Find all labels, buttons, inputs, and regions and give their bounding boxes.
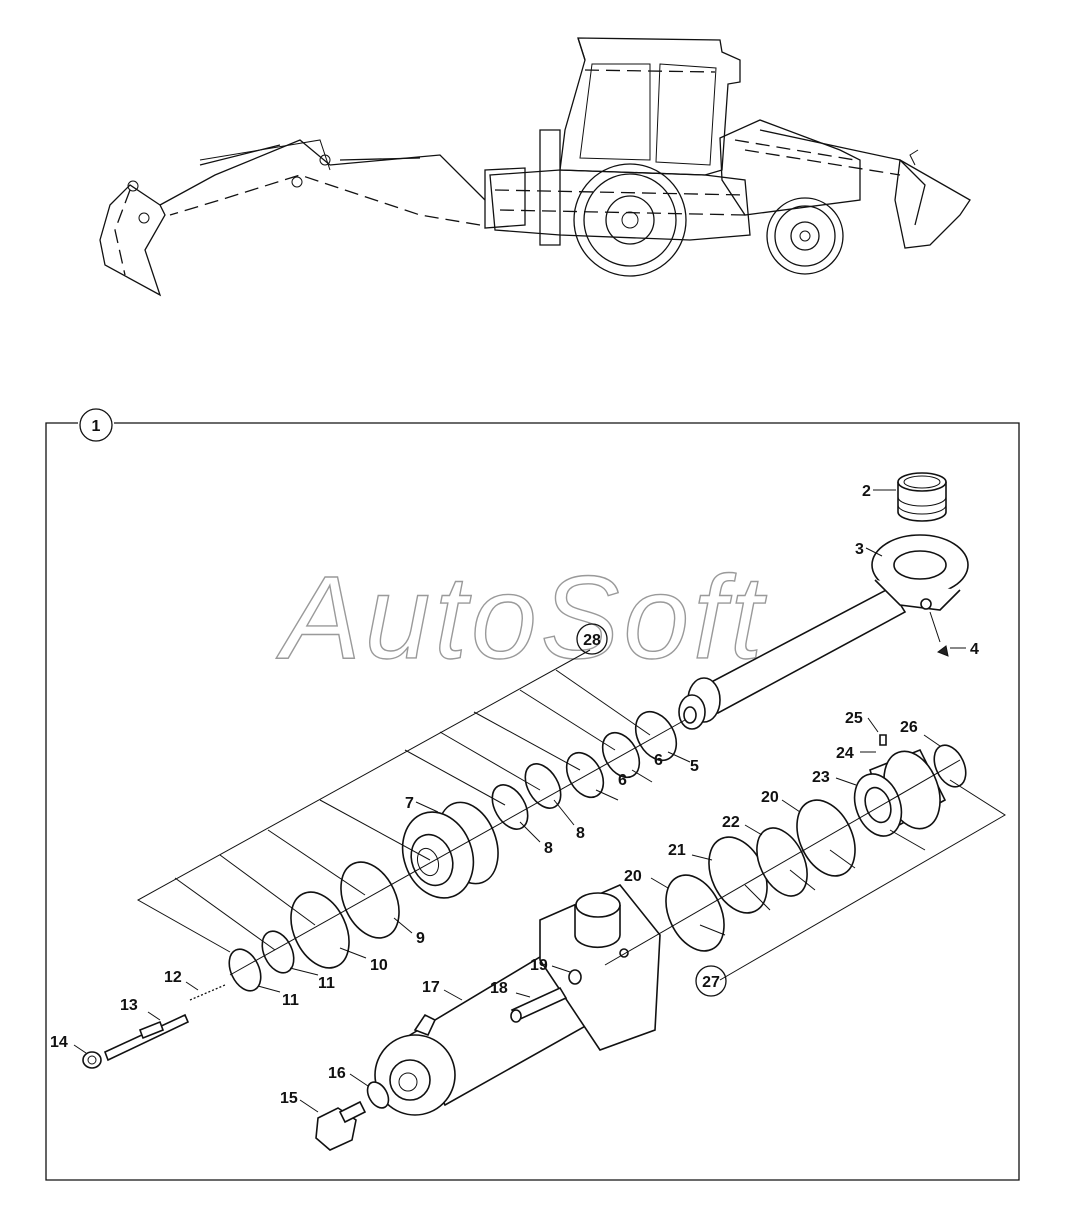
svg-text:28: 28 — [583, 632, 601, 649]
part-label-9: 9 — [416, 930, 425, 947]
part-label-6a: 6 — [654, 752, 663, 769]
part-label-21: 21 — [668, 842, 686, 859]
grease-nipple — [936, 645, 949, 657]
gland-head — [853, 734, 947, 837]
part-labels: 2 3 4 5 6 6 7 8 8 9 10 11 11 12 13 14 15… — [50, 483, 979, 1107]
part-label-22: 22 — [722, 814, 740, 831]
seal-rings-upper — [491, 710, 678, 830]
piston-rod — [678, 534, 969, 730]
part-label-20b: 20 — [761, 789, 779, 806]
watermark: AutoSoft — [276, 552, 767, 684]
part-label-14: 14 — [50, 1034, 68, 1051]
subassembly-callout-28: 28 — [576, 623, 608, 655]
part-label-4: 4 — [970, 641, 979, 658]
part-label-3: 3 — [855, 541, 864, 558]
valve-components — [82, 984, 226, 1069]
part-label-8a: 8 — [576, 825, 585, 842]
assembly-frame: 1 — [45, 408, 1020, 1181]
part-label-2: 2 — [862, 483, 871, 500]
part-label-13: 13 — [120, 997, 138, 1014]
part-label-19: 19 — [530, 957, 548, 974]
assembly-callout: 1 — [92, 418, 101, 435]
piston-seals — [228, 861, 400, 992]
bushing — [897, 472, 947, 522]
cylinder-barrel — [374, 884, 661, 1116]
part-label-6b: 6 — [618, 772, 627, 789]
part-label-11a: 11 — [318, 975, 335, 992]
part-label-15: 15 — [280, 1090, 298, 1107]
part-label-17: 17 — [422, 979, 440, 996]
piston — [401, 801, 499, 899]
part-label-20a: 20 — [624, 868, 642, 885]
part-label-26: 26 — [900, 719, 918, 736]
part-label-25: 25 — [845, 710, 863, 727]
part-label-24: 24 — [836, 745, 854, 762]
part-label-11b: 11 — [282, 992, 299, 1009]
fittings — [315, 969, 582, 1151]
backhoe-loader-illustration — [99, 37, 971, 297]
part-label-16: 16 — [328, 1065, 346, 1082]
part-label-7: 7 — [405, 795, 414, 812]
part-label-5: 5 — [690, 758, 699, 775]
part-label-10: 10 — [370, 957, 388, 974]
gland-seals — [665, 744, 967, 952]
part-label-12: 12 — [164, 969, 182, 986]
part-label-23: 23 — [812, 769, 830, 786]
part-label-8b: 8 — [544, 840, 553, 857]
svg-text:27: 27 — [702, 974, 720, 991]
part-label-18: 18 — [490, 980, 508, 997]
subassembly-callout-27: 27 — [695, 965, 727, 997]
leader-lines — [73, 489, 1006, 1113]
